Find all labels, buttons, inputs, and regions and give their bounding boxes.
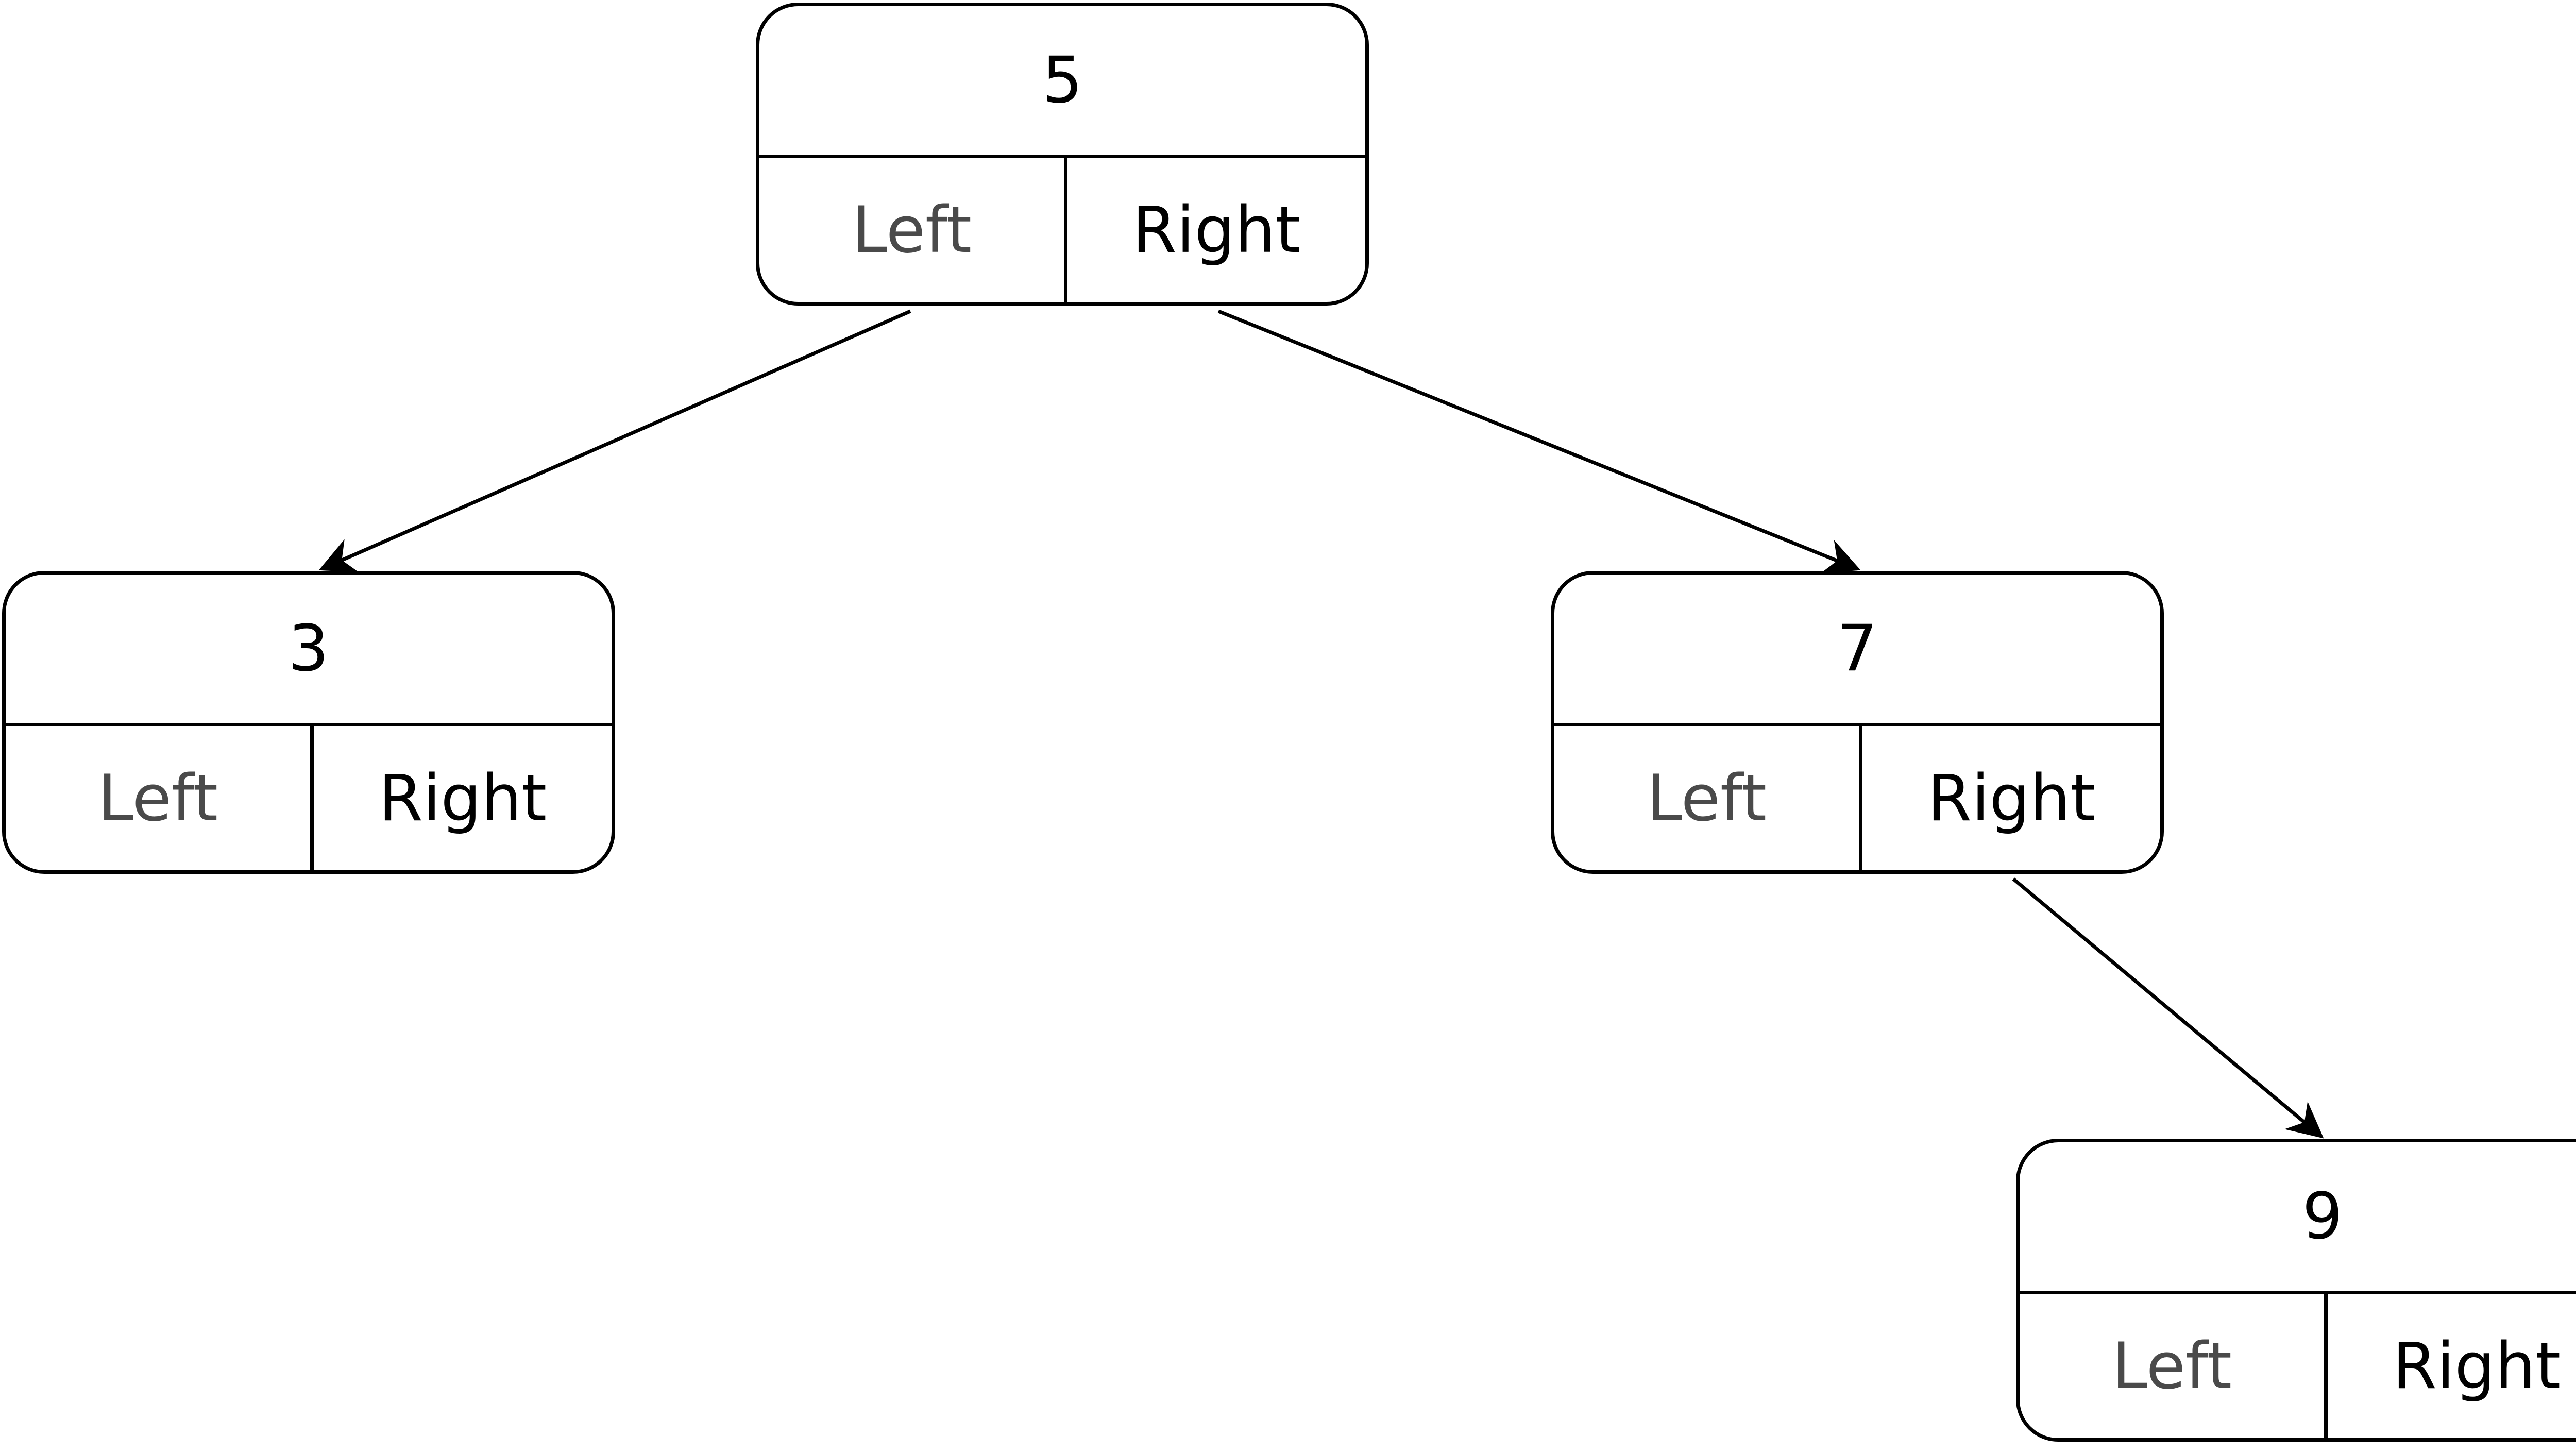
left-pointer-field: Left	[2020, 1294, 2328, 1438]
left-pointer-field: Left	[759, 158, 1067, 302]
tree-node-7: 7 Left Right	[1551, 571, 2164, 874]
right-pointer-field: Right	[378, 761, 547, 836]
edge-5-left-to-3	[318, 309, 911, 572]
node-value: 7	[1554, 575, 2160, 727]
node-value: 3	[6, 575, 612, 727]
edge-7-right-to-9	[2012, 877, 2324, 1139]
tree-node-3: 3 Left Right	[2, 571, 615, 874]
right-pointer-field: Right	[1927, 761, 2096, 836]
edge-5-right-to-7	[1217, 309, 1861, 573]
right-pointer-field: Right	[2392, 1329, 2561, 1404]
right-pointer-field: Right	[1132, 193, 1301, 267]
left-pointer-field: Left	[6, 727, 314, 870]
tree-node-5: 5 Left Right	[756, 3, 1369, 306]
left-pointer-field: Left	[1554, 727, 1862, 870]
node-value: 5	[759, 6, 1365, 158]
tree-node-9: 9 Left Right	[2016, 1139, 2576, 1442]
node-value: 9	[2020, 1142, 2576, 1294]
